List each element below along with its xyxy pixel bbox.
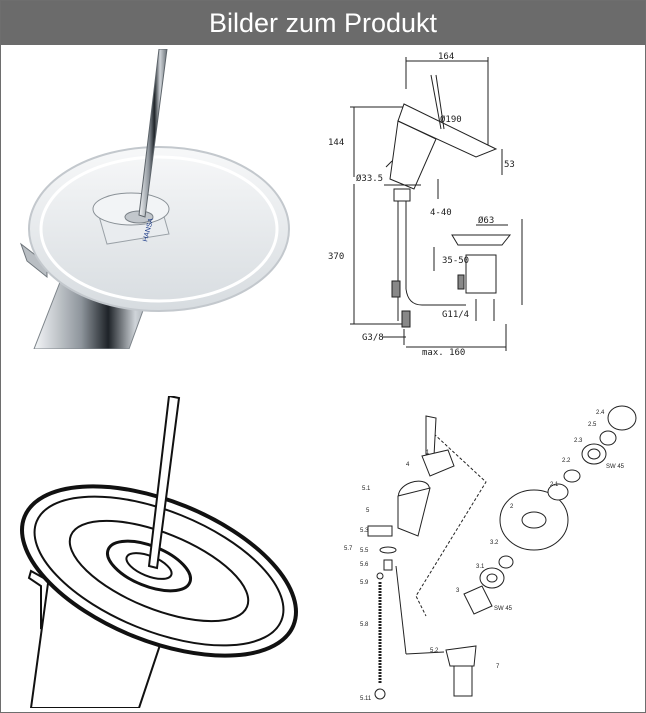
dim-height-total: 370	[328, 252, 344, 262]
technical-drawing[interactable]: 164 144 370 Ø190 53 Ø33.5 4-40	[326, 49, 638, 359]
part-label-2-2: 2.2	[562, 458, 571, 464]
dim-waste-diameter: Ø63	[478, 215, 494, 226]
part-label-5-5: 5.5	[360, 548, 369, 554]
part-label-2-3: 2.3	[574, 438, 583, 444]
dim-waste-range: 35-50	[442, 256, 469, 266]
dim-max-reach: max. 160	[422, 348, 465, 358]
part-label-2-1: 2.1	[550, 482, 559, 488]
part-label-5-6: 5.6	[360, 562, 369, 568]
dim-width-top: 164	[438, 52, 454, 62]
dim-inlet-thread: G3/8	[362, 333, 384, 343]
panel-title: Bilder zum Produkt	[1, 1, 645, 45]
part-label-5-2: 5.2	[430, 648, 439, 654]
dim-spout-diameter: Ø33.5	[356, 173, 383, 184]
dim-height-top: 144	[328, 138, 344, 148]
part-label-2: 2	[510, 504, 514, 510]
dim-clamp-range: 4-40	[430, 208, 452, 218]
part-label-3: 3	[456, 588, 460, 594]
part-label-5-9: 5.9	[360, 580, 369, 586]
part-label-1: 1	[426, 450, 430, 456]
exploded-view[interactable]: 1 2 2.1 2.2 2.3 2.4 2.5 3 3.1 3.2 4 5 5.…	[326, 396, 641, 708]
part-label-5-11: 5.11	[360, 696, 372, 702]
part-label-3-2: 3.2	[490, 540, 499, 546]
part-label-5-1: 5.1	[362, 486, 371, 492]
wrench-label-bottom: SW 45	[494, 606, 513, 612]
part-label-4: 4	[406, 462, 410, 468]
part-label-5-3: 5.3	[360, 528, 369, 534]
wrench-label-top: SW 45	[606, 464, 625, 470]
dim-rim-height: 53	[504, 160, 515, 170]
line-drawing[interactable]	[9, 396, 315, 708]
part-label-5-7: 5.7	[344, 546, 353, 552]
part-label-3-1: 3.1	[476, 564, 485, 570]
dim-waste-thread: G11/4	[442, 310, 469, 320]
part-label-2-4: 2.4	[596, 410, 605, 416]
dim-disc-diameter: Ø190	[440, 114, 462, 125]
part-label-5: 5	[366, 508, 370, 514]
part-label-5-8: 5.8	[360, 622, 369, 628]
part-label-7: 7	[496, 664, 500, 670]
product-photo[interactable]: HANSA	[9, 49, 315, 349]
part-label-2-5: 2.5	[588, 422, 597, 428]
